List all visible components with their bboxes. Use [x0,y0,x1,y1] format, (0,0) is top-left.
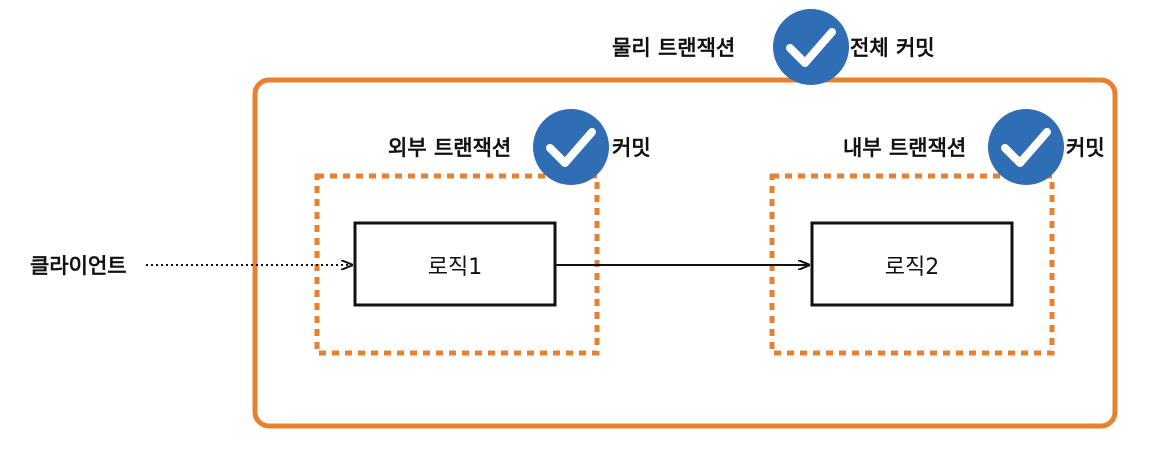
check-circle-icon [533,109,609,185]
physical-transaction-label: 물리 트랜잭션 [612,36,736,60]
logic2-box [810,221,1014,307]
physical-transaction-box [252,77,1118,429]
check-circle-icon [988,109,1064,185]
inner-commit-label: 커밋 [1066,136,1105,160]
logic1-box [353,221,557,307]
inner-transaction-label: 내부 트랜잭션 [843,136,967,160]
check-circle-icon [773,9,849,85]
physical-commit-label: 전체 커밋 [850,36,935,60]
client-label: 클라이언트 [30,254,127,278]
outer-commit-label: 커밋 [612,136,651,160]
logic1-label: 로직1 [427,255,483,280]
outer-transaction-label: 외부 트랜잭션 [388,136,512,160]
logic2-label: 로직2 [884,255,940,280]
